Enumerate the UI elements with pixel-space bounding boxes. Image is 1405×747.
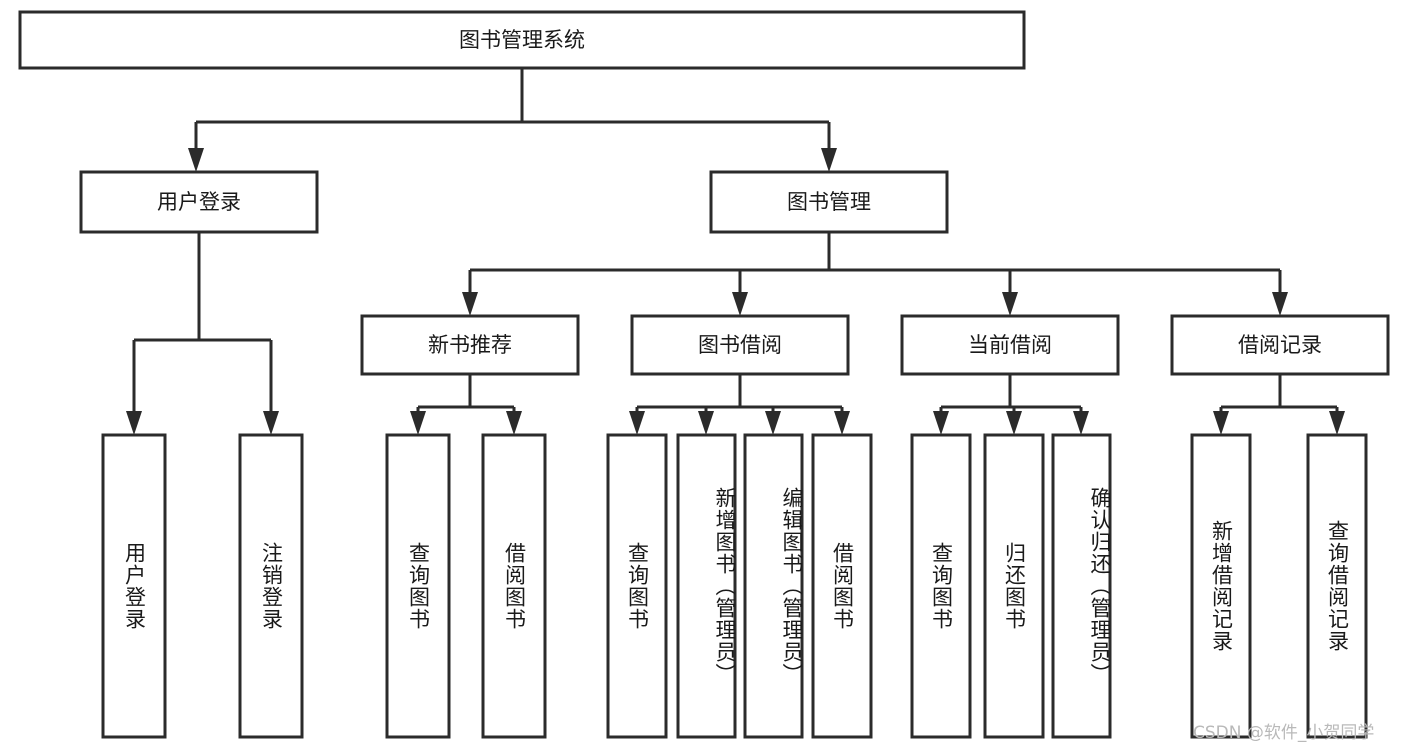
node-book-borrow[interactable]: 图书借阅 [630,314,850,376]
node-box-leaf-borrow-book-2[interactable] [811,433,873,739]
arrow-head-icon [821,148,837,172]
node-label-user-login: 用户登录 [157,190,241,214]
node-box-borrow-record[interactable] [1170,314,1390,376]
arrow-head-icon [1006,411,1022,435]
watermark-text: CSDN @软件_小贺同学 [1193,723,1375,743]
node-leaf-borrow-book-2[interactable] [811,433,873,739]
node-leaf-borrow-book-1[interactable] [481,433,547,739]
node-box-current-borrow[interactable] [900,314,1120,376]
node-box-leaf-query-book-1[interactable] [385,433,451,739]
node-leaf-user-login[interactable] [101,433,167,739]
node-leaf-query-book-1[interactable] [385,433,451,739]
arrow-head-icon [629,411,645,435]
node-leaf-confirm-return[interactable] [1051,433,1112,739]
node-borrow-record[interactable]: 借阅记录 [1170,314,1390,376]
arrow-head-icon [263,411,279,435]
arrow-head-icon [732,292,748,316]
node-box-root[interactable] [18,10,1026,70]
node-leaf-edit-book[interactable] [743,433,804,739]
arrow-head-icon [126,411,142,435]
node-box-leaf-add-record[interactable] [1190,433,1252,739]
arrow-head-icon [462,292,478,316]
arrow-head-icon [1002,292,1018,316]
node-box-book-manage[interactable] [709,170,949,234]
node-leaf-query-book-2[interactable] [606,433,668,739]
node-box-new-book-recommend[interactable] [360,314,580,376]
arrow-head-icon [1272,292,1288,316]
arrow-head-icon [1073,411,1089,435]
node-book-manage[interactable]: 图书管理 [709,170,949,234]
node-current-borrow[interactable]: 当前借阅 [900,314,1120,376]
node-box-leaf-query-book-3[interactable] [910,433,972,739]
arrow-head-icon [506,411,522,435]
node-box-leaf-edit-book[interactable] [743,433,804,739]
node-leaf-query-book-3[interactable] [910,433,972,739]
arrow-head-icon [765,411,781,435]
node-label-book-borrow: 图书借阅 [698,333,782,357]
node-user-login[interactable]: 用户登录 [79,170,319,234]
node-box-leaf-query-book-2[interactable] [606,433,668,739]
node-leaf-return-book[interactable] [983,433,1045,739]
node-label-current-borrow: 当前借阅 [968,333,1052,357]
arrow-head-icon [1213,411,1229,435]
node-box-leaf-add-book[interactable] [676,433,737,739]
node-box-leaf-return-book[interactable] [983,433,1045,739]
arrow-head-icon [410,411,426,435]
node-box-book-borrow[interactable] [630,314,850,376]
arrow-head-icon [698,411,714,435]
node-root[interactable]: 图书管理系统 [18,10,1026,70]
node-box-leaf-user-login[interactable] [101,433,167,739]
arrow-head-icon [1329,411,1345,435]
arrow-head-icon [188,148,204,172]
node-box-leaf-confirm-return[interactable] [1051,433,1112,739]
node-box-leaf-query-record[interactable] [1306,433,1368,739]
node-label-new-book-recommend: 新书推荐 [428,333,512,357]
arrow-head-icon [834,411,850,435]
node-leaf-add-book[interactable] [676,433,737,739]
node-leaf-query-record[interactable] [1306,433,1368,739]
connector-layer [126,68,1345,435]
node-new-book-recommend[interactable]: 新书推荐 [360,314,580,376]
arrow-head-icon [933,411,949,435]
node-label-book-manage: 图书管理 [787,190,871,214]
node-box-leaf-borrow-book-1[interactable] [481,433,547,739]
node-box-user-login[interactable] [79,170,319,234]
node-box-leaf-user-logout[interactable] [238,433,304,739]
node-leaf-add-record[interactable] [1190,433,1252,739]
node-label-borrow-record: 借阅记录 [1238,333,1322,357]
node-label-root: 图书管理系统 [459,28,585,52]
node-leaf-user-logout[interactable] [238,433,304,739]
